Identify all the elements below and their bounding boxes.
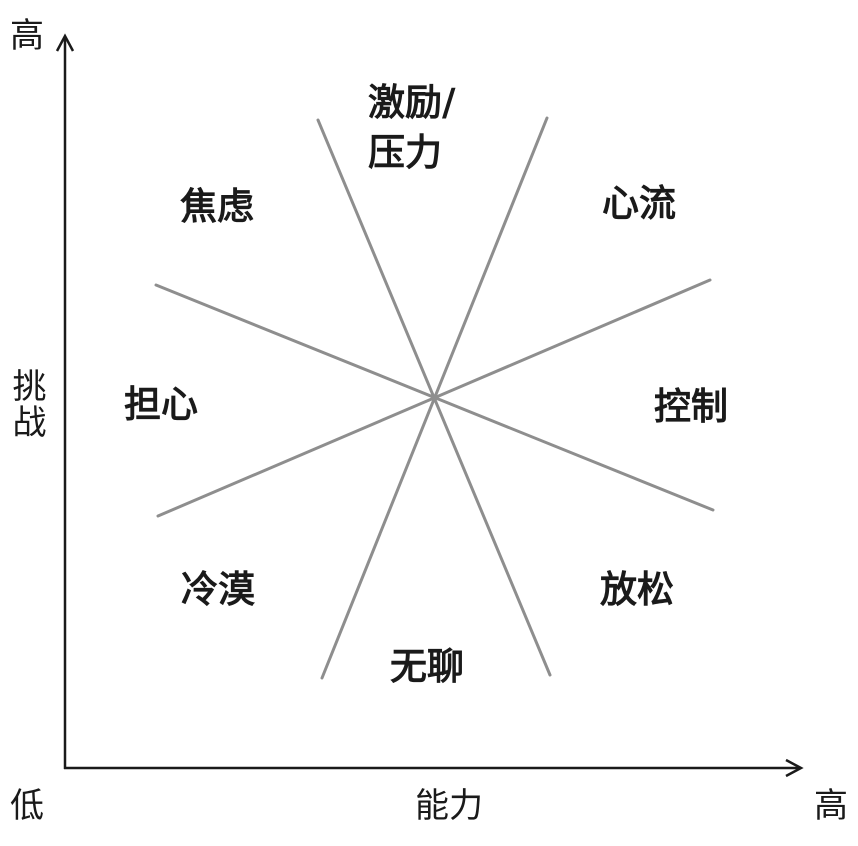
y-axis-arrow-icon (55, 33, 75, 52)
region-label-control: 控制 (654, 385, 728, 428)
region-label-arousal-line-1: 激励/ (368, 81, 456, 124)
region-label-apathy: 冷漠 (181, 568, 255, 611)
divider-line-shallow-up (156, 278, 712, 518)
region-label-arousal: 激励/ 压力 (368, 78, 456, 178)
y-axis-title: 挑战 (6, 368, 46, 440)
origin-low-label: 低 (10, 786, 44, 826)
region-label-anxiety: 焦虑 (180, 185, 254, 228)
region-label-relaxation: 放松 (600, 568, 674, 611)
region-label-worry: 担心 (124, 383, 198, 426)
x-axis-title: 能力 (415, 786, 483, 826)
x-axis-arrow-icon (785, 758, 804, 778)
x-axis-high-label: 高 (814, 786, 848, 826)
region-label-arousal-line-2: 压力 (368, 131, 442, 174)
region-label-boredom: 无聊 (390, 645, 464, 688)
y-axis-high-label: 高 (10, 16, 44, 56)
region-label-flow: 心流 (602, 182, 676, 225)
